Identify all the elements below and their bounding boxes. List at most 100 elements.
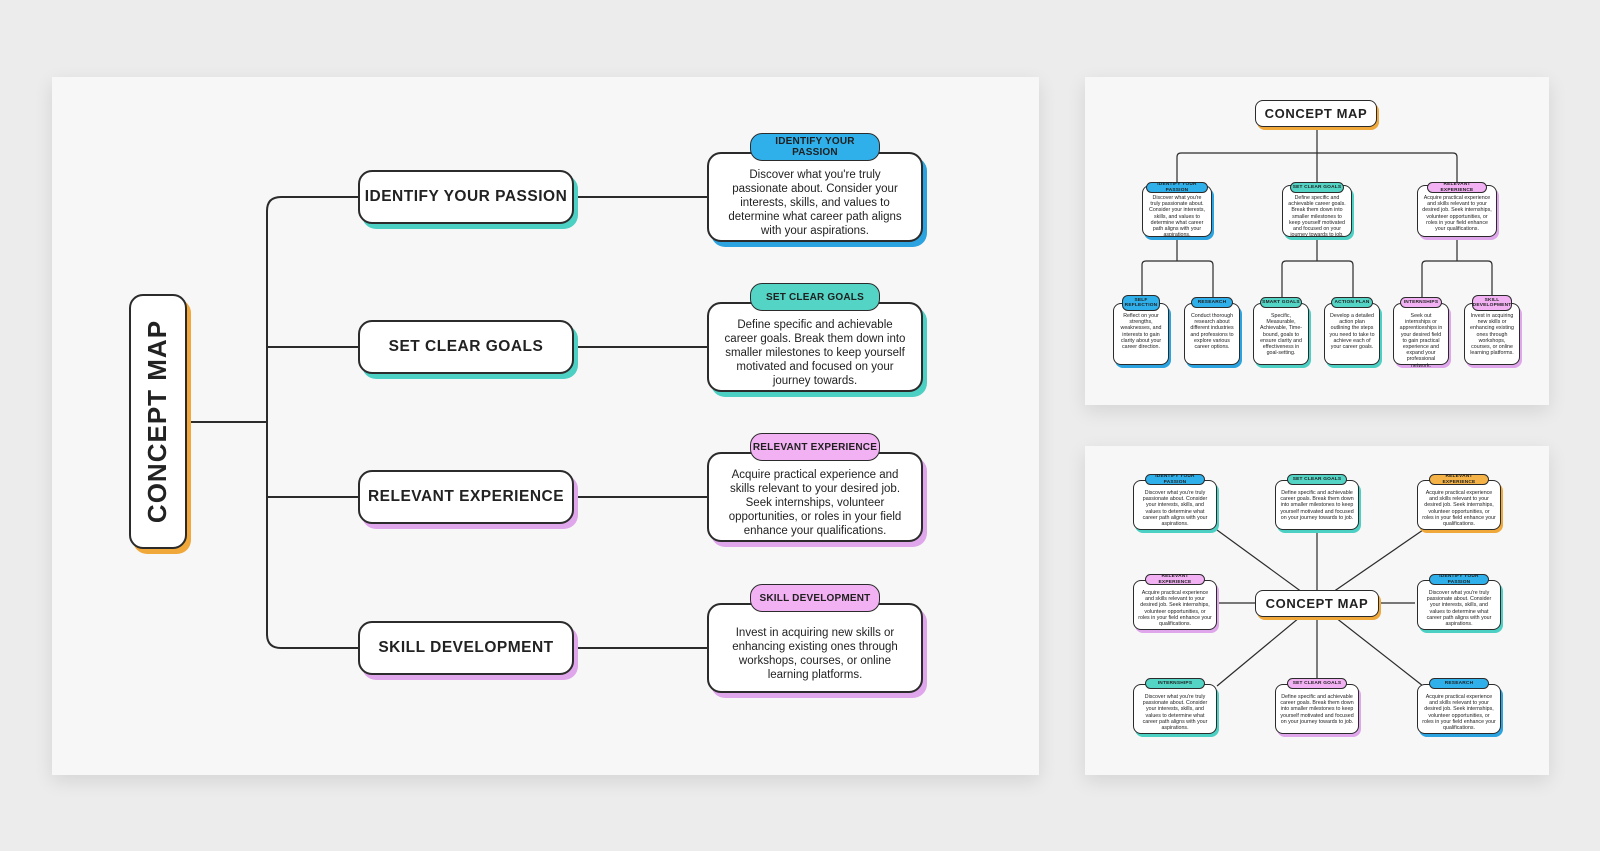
card-text: Discover what you're truly passionate ab… [1426, 590, 1492, 628]
tag-identify-your-passion: IDENTIFY YOUR PASSION [750, 133, 880, 161]
radial-tag-4: RELEVANT EXPERIENCE [1145, 574, 1205, 585]
card-text: Reflect on your strengths, weaknesses, a… [1120, 313, 1162, 351]
root-label: CONCEPT MAP [142, 319, 173, 524]
desc-skill-development: Invest in acquiring new skills or enhanc… [707, 603, 923, 693]
radial-tag-1: IDENTIFY YOUR PASSION [1145, 474, 1205, 485]
desc-identify-your-passion: Discover what you're truly passionate ab… [707, 152, 923, 242]
tree-card-set-clear-goals: Define specific and achievable career go… [1282, 185, 1352, 239]
tag-label: INTERNSHIPS [1157, 680, 1193, 686]
radial-title-node: CONCEPT MAP [1255, 590, 1379, 617]
tree-card-action-plan: Develop a detailed action plan outlining… [1324, 303, 1380, 365]
tree-tag-relevant-experience: RELEVANT EXPERIENCE [1427, 182, 1487, 193]
topic-label: IDENTIFY YOUR PASSION [364, 188, 568, 205]
tag-label: SET CLEAR GOALS [765, 291, 864, 303]
tag-label: IDENTIFY YOUR PASSION [1155, 474, 1195, 485]
radial-tag-2: SET CLEAR GOALS [1287, 474, 1347, 485]
card-text: Discover what you're truly passionate ab… [1142, 490, 1208, 528]
radial-card-8: Acquire practical experience and skills … [1417, 684, 1501, 734]
tag-relevant-experience: RELEVANT EXPERIENCE [750, 433, 880, 461]
card-text: Discover what you're truly passionate ab… [1142, 694, 1208, 732]
tag-label: SET CLEAR GOALS [1292, 184, 1342, 190]
tag-label: RESEARCH [1444, 680, 1474, 686]
tag-label: RELEVANT EXPERIENCE [752, 441, 878, 453]
tree-tag-set-clear-goals: SET CLEAR GOALS [1290, 182, 1344, 193]
tag-label: IDENTIFY YOUR PASSION [775, 136, 855, 158]
card-text: Define specific and achievable career go… [1280, 490, 1354, 521]
tree-tag-action-plan: ACTION PLAN [1331, 297, 1373, 308]
tag-label: SKILL DEVELOPMENT [1472, 297, 1512, 309]
tree-card-research: Conduct thorough research about differen… [1184, 303, 1240, 365]
desc-text: Acquire practical experience and skills … [728, 469, 902, 537]
tree-tag-internships: INTERNSHIPS [1400, 297, 1442, 308]
topic-relevant-experience: RELEVANT EXPERIENCE [358, 470, 574, 524]
tag-label: RELEVANT EXPERIENCE [1158, 574, 1192, 585]
card-text: Define specific and achievable career go… [1280, 694, 1354, 725]
tree-card-smart-goals: Specific, Measurable, Achievable, Time-b… [1253, 303, 1309, 365]
tag-label: INTERNSHIPS [1403, 299, 1439, 305]
tag-label: ACTION PLAN [1334, 299, 1370, 305]
card-text: Acquire practical experience and skills … [1422, 195, 1492, 233]
tag-label: RELEVANT EXPERIENCE [1442, 474, 1476, 485]
tree-tag-research: RESEARCH [1191, 297, 1233, 308]
tag-label: SMART GOALS [1262, 299, 1300, 305]
tag-label: SKILL DEVELOPMENT [759, 592, 871, 604]
tree-card-self-reflection: Reflect on your strengths, weaknesses, a… [1113, 303, 1169, 365]
tag-label: IDENTIFY YOUR PASSION [1157, 182, 1197, 193]
card-text: Specific, Measurable, Achievable, Time-b… [1259, 313, 1303, 357]
tree-card-internships: Seek out internships or apprenticeships … [1393, 303, 1449, 369]
card-text: Acquire practical experience and skills … [1138, 590, 1212, 628]
tree-concept-map-panel: CONCEPT MAP Discover what you're truly p… [1085, 77, 1549, 405]
topic-label: SKILL DEVELOPMENT [378, 639, 554, 656]
tag-label: SELF REFLECTION [1124, 297, 1158, 309]
topic-set-clear-goals: SET CLEAR GOALS [358, 320, 574, 374]
card-text: Seek out internships or apprenticeships … [1399, 313, 1443, 369]
radial-concept-map-panel: CONCEPT MAP Discover what you're truly p… [1085, 446, 1549, 775]
radial-card-5: Discover what you're truly passionate ab… [1417, 580, 1501, 630]
tree-tag-identify-your-passion: IDENTIFY YOUR PASSION [1146, 182, 1208, 193]
radial-card-4: Acquire practical experience and skills … [1133, 580, 1217, 630]
desc-relevant-experience: Acquire practical experience and skills … [707, 452, 923, 542]
tag-label: IDENTIFY YOUR PASSION [1439, 574, 1479, 585]
radial-tag-6: INTERNSHIPS [1145, 678, 1205, 689]
radial-tag-8: RESEARCH [1429, 678, 1489, 689]
tree-card-relevant-experience: Acquire practical experience and skills … [1417, 185, 1497, 237]
tree-tag-self-reflection: SELF REFLECTION [1122, 295, 1160, 311]
tree-card-skill-development: Invest in acquiring new skills or enhanc… [1464, 303, 1520, 365]
card-text: Develop a detailed action plan outlining… [1329, 313, 1375, 351]
radial-card-6: Discover what you're truly passionate ab… [1133, 684, 1217, 734]
desc-text: Invest in acquiring new skills or enhanc… [732, 627, 898, 681]
radial-card-3: Acquire practical experience and skills … [1417, 480, 1501, 530]
card-text: Discover what you're truly passionate ab… [1149, 195, 1205, 239]
desc-text: Discover what you're truly passionate ab… [728, 169, 902, 237]
radial-tag-3: RELEVANT EXPERIENCE [1429, 474, 1489, 485]
topic-identify-your-passion: IDENTIFY YOUR PASSION [358, 170, 574, 224]
tag-label: SET CLEAR GOALS [1292, 680, 1342, 686]
tree-tag-smart-goals: SMART GOALS [1260, 297, 1302, 308]
desc-set-clear-goals: Define specific and achievable career go… [707, 302, 923, 392]
tree-title-label: CONCEPT MAP [1264, 106, 1368, 121]
radial-card-1: Discover what you're truly passionate ab… [1133, 480, 1217, 530]
tag-label: RELEVANT EXPERIENCE [1440, 182, 1474, 193]
tag-label: RESEARCH [1197, 299, 1227, 305]
radial-tag-5: IDENTIFY YOUR PASSION [1429, 574, 1489, 585]
radial-card-2: Define specific and achievable career go… [1275, 480, 1359, 530]
tag-skill-development: SKILL DEVELOPMENT [750, 584, 880, 612]
card-text: Define specific and achievable career go… [1288, 195, 1346, 239]
card-text: Acquire practical experience and skills … [1422, 694, 1496, 732]
tag-label: SET CLEAR GOALS [1292, 476, 1342, 482]
card-text: Acquire practical experience and skills … [1422, 490, 1496, 528]
tree-title-node: CONCEPT MAP [1255, 100, 1377, 127]
radial-card-7: Define specific and achievable career go… [1275, 684, 1359, 734]
card-text: Conduct thorough research about differen… [1190, 313, 1234, 351]
tag-set-clear-goals: SET CLEAR GOALS [750, 283, 880, 311]
topic-label: SET CLEAR GOALS [388, 338, 544, 355]
tree-tag-skill-development: SKILL DEVELOPMENT [1472, 295, 1512, 311]
desc-text: Define specific and achievable career go… [724, 319, 906, 387]
radial-tag-7: SET CLEAR GOALS [1287, 678, 1347, 689]
radial-title-label: CONCEPT MAP [1265, 596, 1369, 611]
main-concept-map-panel: CONCEPT MAP IDENTIFY YOUR PASSION Discov… [52, 77, 1039, 775]
topic-skill-development: SKILL DEVELOPMENT [358, 621, 574, 675]
concept-map-root-node: CONCEPT MAP [129, 294, 187, 549]
topic-label: RELEVANT EXPERIENCE [367, 488, 565, 505]
card-text: Invest in acquiring new skills or enhanc… [1470, 313, 1514, 357]
